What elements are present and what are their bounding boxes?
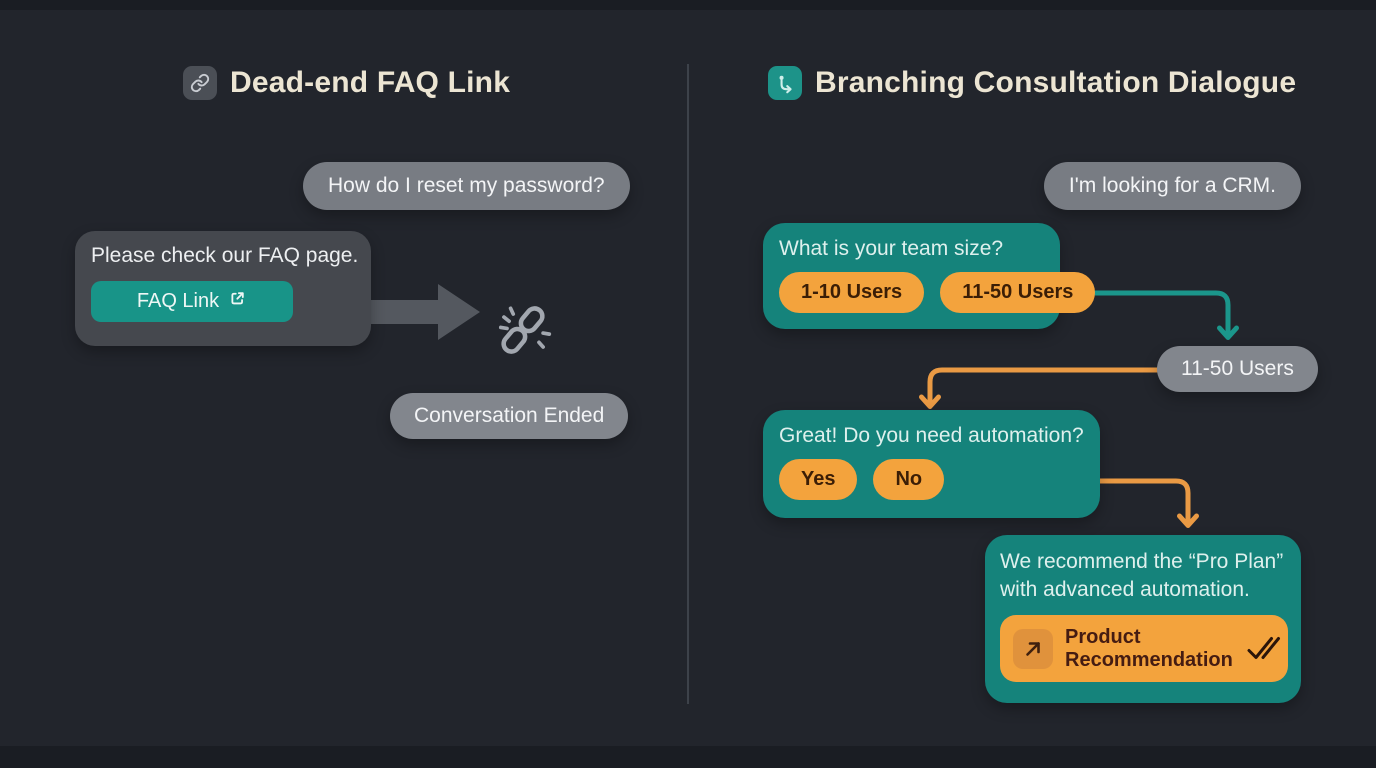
- question-team-size: What is your team size? 1-10 Users 11-50…: [763, 223, 1096, 329]
- right-panel-title: Branching Consultation Dialogue: [815, 66, 1297, 99]
- option-no[interactable]: No: [873, 459, 945, 500]
- connector-orange-1: [919, 367, 1160, 409]
- external-link-icon: [228, 289, 247, 314]
- product-recommendation-card[interactable]: Product Recommendation: [1000, 615, 1288, 683]
- panel-divider: [687, 64, 689, 704]
- left-bot-message: Please check our FAQ page. FAQ Link: [75, 231, 371, 346]
- connector-teal: [1057, 290, 1239, 340]
- product-recommendation-label-line2: Recommendation: [1065, 648, 1233, 671]
- question-automation-text: Great! Do you need automation?: [779, 424, 1084, 447]
- product-recommendation-label: Product Recommendation: [1065, 626, 1233, 672]
- left-panel-title: Dead-end FAQ Link: [230, 66, 511, 99]
- dead-end-arrow-head: [438, 284, 480, 340]
- selected-option-bubble: 11-50 Users: [1157, 346, 1318, 392]
- right-panel-title-row: Branching Consultation Dialogue: [768, 66, 1296, 100]
- bottom-edge-shadow: [0, 746, 1376, 768]
- option-1-10-users[interactable]: 1-10 Users: [779, 272, 925, 313]
- link-icon: [183, 66, 217, 100]
- left-bot-message-text: Please check our FAQ page.: [91, 244, 359, 267]
- recommendation-bubble: We recommend the “Pro Plan” with advance…: [985, 535, 1301, 703]
- question-team-size-text: What is your team size?: [779, 237, 1004, 260]
- question-automation: Great! Do you need automation? Yes No: [763, 410, 1100, 518]
- recommendation-text-line2: with advanced automation.: [1000, 577, 1250, 601]
- left-panel-title-row: Dead-end FAQ Link: [183, 66, 510, 100]
- right-user-message: I'm looking for a CRM.: [1043, 162, 1301, 210]
- broken-link-icon: [490, 297, 556, 368]
- conversation-ended-badge: Conversation Ended: [390, 393, 629, 439]
- faq-link-button-label: FAQ Link: [136, 290, 220, 312]
- option-11-50-users[interactable]: 11-50 Users: [940, 272, 1096, 313]
- faq-link-button[interactable]: FAQ Link: [91, 281, 293, 322]
- option-yes[interactable]: Yes: [779, 459, 858, 500]
- left-user-message: How do I reset my password?: [303, 162, 630, 210]
- recommendation-text-line1: We recommend the “Pro Plan”: [1000, 550, 1284, 573]
- team-size-options: 1-10 Users 11-50 Users: [779, 272, 1096, 313]
- connector-orange-2: [1089, 478, 1199, 528]
- double-check-icon: [1245, 632, 1283, 665]
- arrow-up-right-icon: [1013, 628, 1053, 669]
- top-edge-shadow: [0, 0, 1376, 10]
- product-recommendation-label-line1: Product: [1065, 625, 1141, 648]
- branch-icon: [768, 66, 802, 100]
- automation-options: Yes No: [779, 459, 1084, 500]
